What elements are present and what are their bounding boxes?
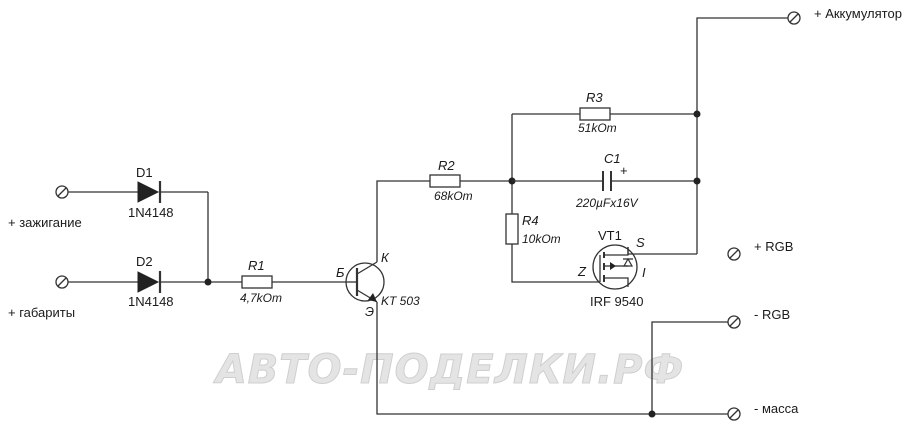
r3-ref: R3 [586,90,603,105]
terminal-ground [727,407,741,421]
resistor-r3 [579,107,611,121]
terminal-rgb-plus-label: + RGB [754,239,793,254]
junction-c1-rail [693,177,701,185]
wire-collector [376,180,430,262]
r2-ref: R2 [438,158,455,173]
wire-rgb-minus [651,321,728,414]
d2-ref: D2 [136,254,153,269]
junction-ground [648,410,656,418]
terminal-rgb-minus [727,315,741,329]
d2-value: 1N4148 [128,294,174,309]
transistor-model: KT 503 [381,294,420,308]
transistor-kt503 [345,261,385,303]
capacitor-c1 [602,171,612,191]
d1-value: 1N4148 [128,205,174,220]
transistor-emitter-label: Э [365,304,374,319]
r3-value: 51kOm [578,121,617,135]
mosfet-gate-label: Z [577,264,587,279]
terminal-ignition-label: + зажигание [8,215,82,230]
terminal-markers [55,275,69,289]
wire-emitter-ground [376,302,728,415]
watermark: АВТО-ПОДЕЛКИ.РФ [213,347,684,393]
c1-ref: C1 [604,151,621,166]
wire-mosfet-source [627,247,697,255]
transistor-collector-label: К [381,250,390,265]
terminal-battery-label: + Аккумулятор [814,6,902,21]
mosfet-vt1 [592,244,638,290]
terminal-ignition [55,185,69,199]
diode-d1 [137,181,162,203]
terminal-markers-label: + габариты [8,305,75,320]
mosfet-source-label: S [636,235,645,250]
r4-value: 10kOm [522,232,561,246]
c1-polarity: + [620,163,628,178]
terminal-battery [787,11,801,25]
wire-battery-rail [696,17,788,254]
resistor-r2 [429,174,461,188]
d1-ref: D1 [136,165,153,180]
transistor-base-label: Б [336,265,345,280]
r2-value: 68kOm [434,189,473,203]
resistor-r1 [241,275,273,289]
diode-d2 [137,271,162,293]
r1-value: 4,7kOm [240,291,282,305]
mosfet-model: IRF 9540 [590,294,643,309]
junction-diodes [204,278,212,286]
terminal-rgb-minus-label: - RGB [754,307,790,322]
mosfet-drain-label: I [642,265,646,280]
wire-r4-gate [511,244,600,283]
terminal-rgb-plus [727,247,741,261]
mosfet-ref: VT1 [598,228,622,243]
c1-value: 220µFx16V [575,196,639,210]
junction-r3-rail [693,110,701,118]
terminal-ground-label: - масса [754,401,799,416]
r4-ref: R4 [522,213,539,228]
r1-ref: R1 [248,258,265,273]
resistor-r4 [505,213,519,245]
